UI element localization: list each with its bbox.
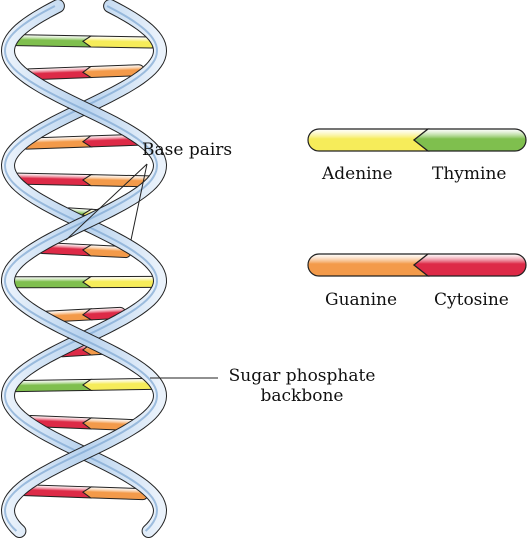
backbone-label: Sugar phosphate backbone <box>222 366 382 406</box>
legend-cytosine <box>413 253 527 277</box>
base-pair <box>7 275 161 289</box>
legend-guanine <box>307 253 430 277</box>
base-adenine <box>82 35 158 49</box>
base-thymine <box>7 276 93 289</box>
legend-adenine <box>307 128 430 152</box>
base-pair <box>23 64 145 81</box>
base-pair <box>12 172 156 188</box>
legend-bar-2 <box>307 253 527 277</box>
legend-bar-1 <box>307 128 527 152</box>
backbone-strand-shade <box>3 5 159 532</box>
base-pair <box>10 34 158 49</box>
base-pairs-leader-right <box>130 163 148 241</box>
base-pairs-label: Base pairs <box>142 140 233 160</box>
legend-thymine-label: Thymine <box>432 164 507 184</box>
legend-cytosine-label: Cytosine <box>434 290 509 310</box>
base-pair <box>19 484 149 501</box>
backbone-strand <box>1 0 167 537</box>
base-adenine <box>82 275 161 289</box>
backbone-strand <box>1 0 167 537</box>
legend-guanine-label: Guanine <box>325 290 398 310</box>
backbone-label-line2: backbone <box>260 386 344 406</box>
backbone-strand-shade <box>3 5 159 532</box>
base-pairs-leader-left <box>65 163 148 241</box>
legend-adenine-label: Adenine <box>322 164 393 184</box>
legend-thymine <box>413 128 527 152</box>
backbone-label-line1: Sugar phosphate <box>228 366 376 386</box>
base-pair <box>10 377 158 393</box>
